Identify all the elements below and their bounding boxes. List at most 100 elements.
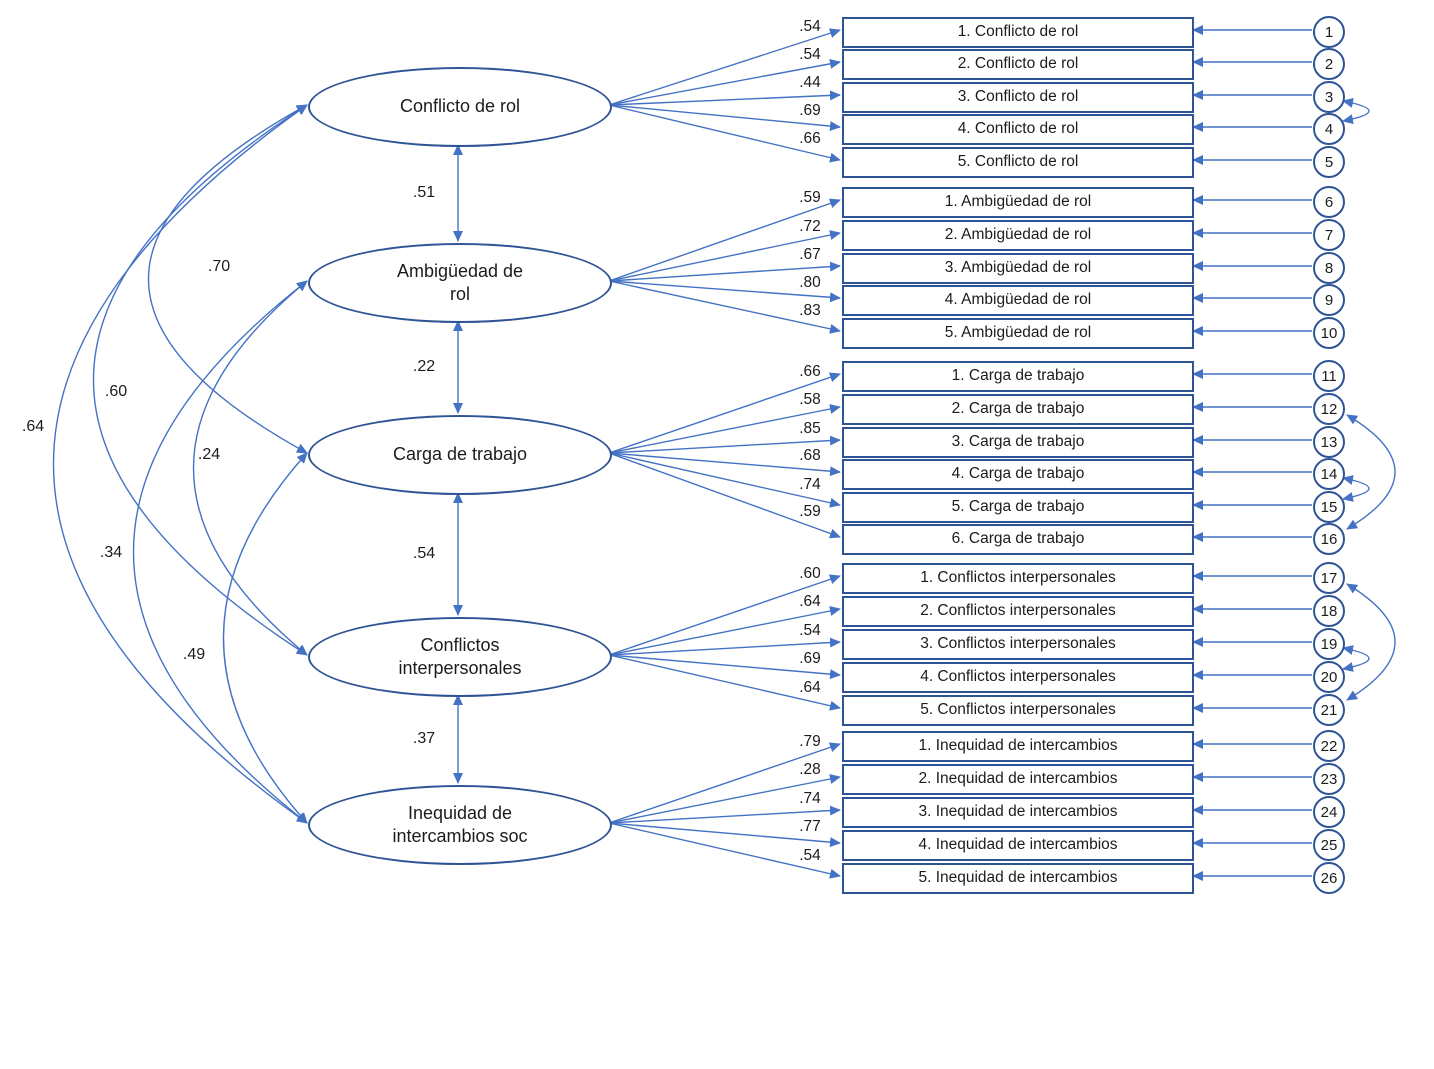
- indicator-label: 4. Inequidad de intercambios: [918, 836, 1118, 853]
- latent-factor-label: Ambigüedad de: [396, 260, 524, 281]
- indicator-label: 2. Inequidad de intercambios: [918, 770, 1118, 787]
- factor-loading-value: .79: [799, 732, 821, 750]
- indicator-label: 5. Inequidad de intercambios: [918, 869, 1118, 886]
- error-term-number: 18: [1320, 602, 1338, 620]
- error-term-number: 3: [1324, 88, 1334, 106]
- error-term-number: 14: [1320, 465, 1338, 483]
- factor-loading-arrow: [608, 574, 841, 656]
- error-term-circle: 13: [1313, 426, 1345, 458]
- factor-loading-arrow: [608, 230, 841, 282]
- factor-loading-value: .77: [799, 818, 821, 836]
- error-term-circle: 4: [1313, 113, 1345, 145]
- factor-loading-arrow: [608, 606, 841, 656]
- factor-correlation-curve: [53, 104, 308, 824]
- indicator-label: 2. Carga de trabajo: [951, 400, 1085, 417]
- indicator-box: 4. Inequidad de intercambios: [842, 829, 1194, 861]
- factor-loading-arrow: [608, 104, 841, 132]
- indicator-box: 4. Carga de trabajo: [842, 458, 1194, 490]
- factor-loading-value: .69: [799, 101, 821, 119]
- indicator-label: 5. Conflictos interpersonales: [920, 701, 1116, 718]
- indicator-label: 2. Conflictos interpersonales: [920, 602, 1116, 619]
- latent-factor-label: Conflictos: [420, 634, 500, 655]
- error-term-number: 13: [1320, 433, 1338, 451]
- factor-correlation-curve: [222, 452, 308, 824]
- factor-loading-arrow: [608, 28, 841, 106]
- indicator-box: 2. Inequidad de intercambios: [842, 763, 1194, 795]
- factor-correlation-value: .51: [412, 184, 436, 201]
- indicator-box: 3. Conflictos interpersonales: [842, 628, 1194, 660]
- factor-loading-arrow: [608, 805, 841, 824]
- latent-factor-label: Carga de trabajo: [392, 444, 528, 465]
- error-term-number: 9: [1324, 291, 1334, 309]
- error-term-number: 22: [1320, 737, 1338, 755]
- indicator-label: 1. Ambigüedad de rol: [944, 193, 1092, 210]
- error-term-circle: 10: [1313, 317, 1345, 349]
- factor-loading-arrow: [608, 452, 841, 477]
- factor-loading-value: .54: [799, 621, 821, 639]
- indicator-label: 3. Conflictos interpersonales: [920, 635, 1116, 652]
- factor-loading-arrow: [608, 372, 841, 454]
- indicator-box: 2. Ambigüedad de rol: [842, 219, 1194, 251]
- factor-loading-arrow: [608, 452, 841, 539]
- factor-correlation-value: .49: [182, 646, 206, 663]
- error-term-circle: 16: [1313, 523, 1345, 555]
- error-term-circle: 2: [1313, 48, 1345, 80]
- factor-correlation-value: .37: [412, 730, 436, 747]
- indicator-box: 2. Carga de trabajo: [842, 393, 1194, 425]
- indicator-box: 1. Inequidad de intercambios: [842, 730, 1194, 762]
- indicator-box: 4. Ambigüedad de rol: [842, 284, 1194, 316]
- latent-factor-ellipse: Carga de trabajo: [308, 415, 612, 495]
- factor-loading-arrow: [608, 261, 841, 282]
- factor-loading-value: .69: [799, 650, 821, 668]
- indicator-label: 5. Ambigüedad de rol: [944, 324, 1092, 341]
- factor-loading-arrow: [608, 104, 841, 163]
- error-term-number: 8: [1324, 259, 1334, 277]
- factor-loading-value: .80: [799, 273, 821, 291]
- factor-loading-arrow: [608, 280, 841, 303]
- error-term-circle: 19: [1313, 628, 1345, 660]
- indicator-label: 2. Ambigüedad de rol: [944, 226, 1092, 243]
- indicator-label: 4. Ambigüedad de rol: [944, 291, 1092, 308]
- error-correlation-curve: [1342, 475, 1370, 502]
- error-term-number: 5: [1324, 153, 1334, 171]
- error-term-circle: 23: [1313, 763, 1345, 795]
- factor-loading-value: .58: [799, 391, 821, 409]
- error-term-number: 20: [1320, 668, 1338, 686]
- error-correlation-curve: [1342, 645, 1370, 672]
- factor-correlation-value: .34: [99, 544, 123, 561]
- indicator-label: 3. Inequidad de intercambios: [918, 803, 1118, 820]
- error-term-circle: 26: [1313, 862, 1345, 894]
- error-term-circle: 9: [1313, 284, 1345, 316]
- factor-loading-value: .74: [799, 475, 821, 493]
- factor-loading-value: .60: [799, 564, 821, 582]
- factor-loading-arrow: [608, 90, 841, 106]
- factor-loading-arrow: [608, 637, 841, 656]
- factor-loading-arrow: [608, 822, 841, 879]
- factor-loading-value: .66: [799, 130, 821, 148]
- error-term-number: 17: [1320, 569, 1338, 587]
- indicator-box: 5. Conflictos interpersonales: [842, 694, 1194, 726]
- error-term-circle: 21: [1313, 694, 1345, 726]
- indicator-box: 4. Conflictos interpersonales: [842, 661, 1194, 693]
- factor-loading-value: .59: [799, 189, 821, 207]
- factor-loading-arrow: [608, 774, 841, 824]
- factor-loading-arrow: [608, 280, 841, 334]
- indicator-label: 5. Conflicto de rol: [957, 153, 1079, 170]
- indicator-box: 1. Conflicto de rol: [842, 16, 1194, 48]
- factor-loading-value: .64: [799, 678, 821, 696]
- factor-correlation-value: .64: [21, 418, 45, 435]
- error-term-circle: 15: [1313, 491, 1345, 523]
- factor-loading-arrow: [608, 742, 841, 824]
- error-term-number: 6: [1324, 193, 1334, 211]
- indicator-label: 1. Conflictos interpersonales: [920, 569, 1116, 586]
- error-correlation-curve: [1346, 583, 1396, 701]
- latent-factor-ellipse: Conflicto de rol: [308, 67, 612, 147]
- indicator-box: 1. Carga de trabajo: [842, 360, 1194, 392]
- indicator-box: 3. Carga de trabajo: [842, 426, 1194, 458]
- latent-factor-label: intercambios soc: [392, 826, 528, 846]
- factor-loading-value: .54: [799, 846, 821, 864]
- indicator-label: 2. Conflicto de rol: [957, 55, 1079, 72]
- indicator-label: 3. Ambigüedad de rol: [944, 259, 1092, 276]
- factor-correlation-value: .22: [412, 358, 436, 375]
